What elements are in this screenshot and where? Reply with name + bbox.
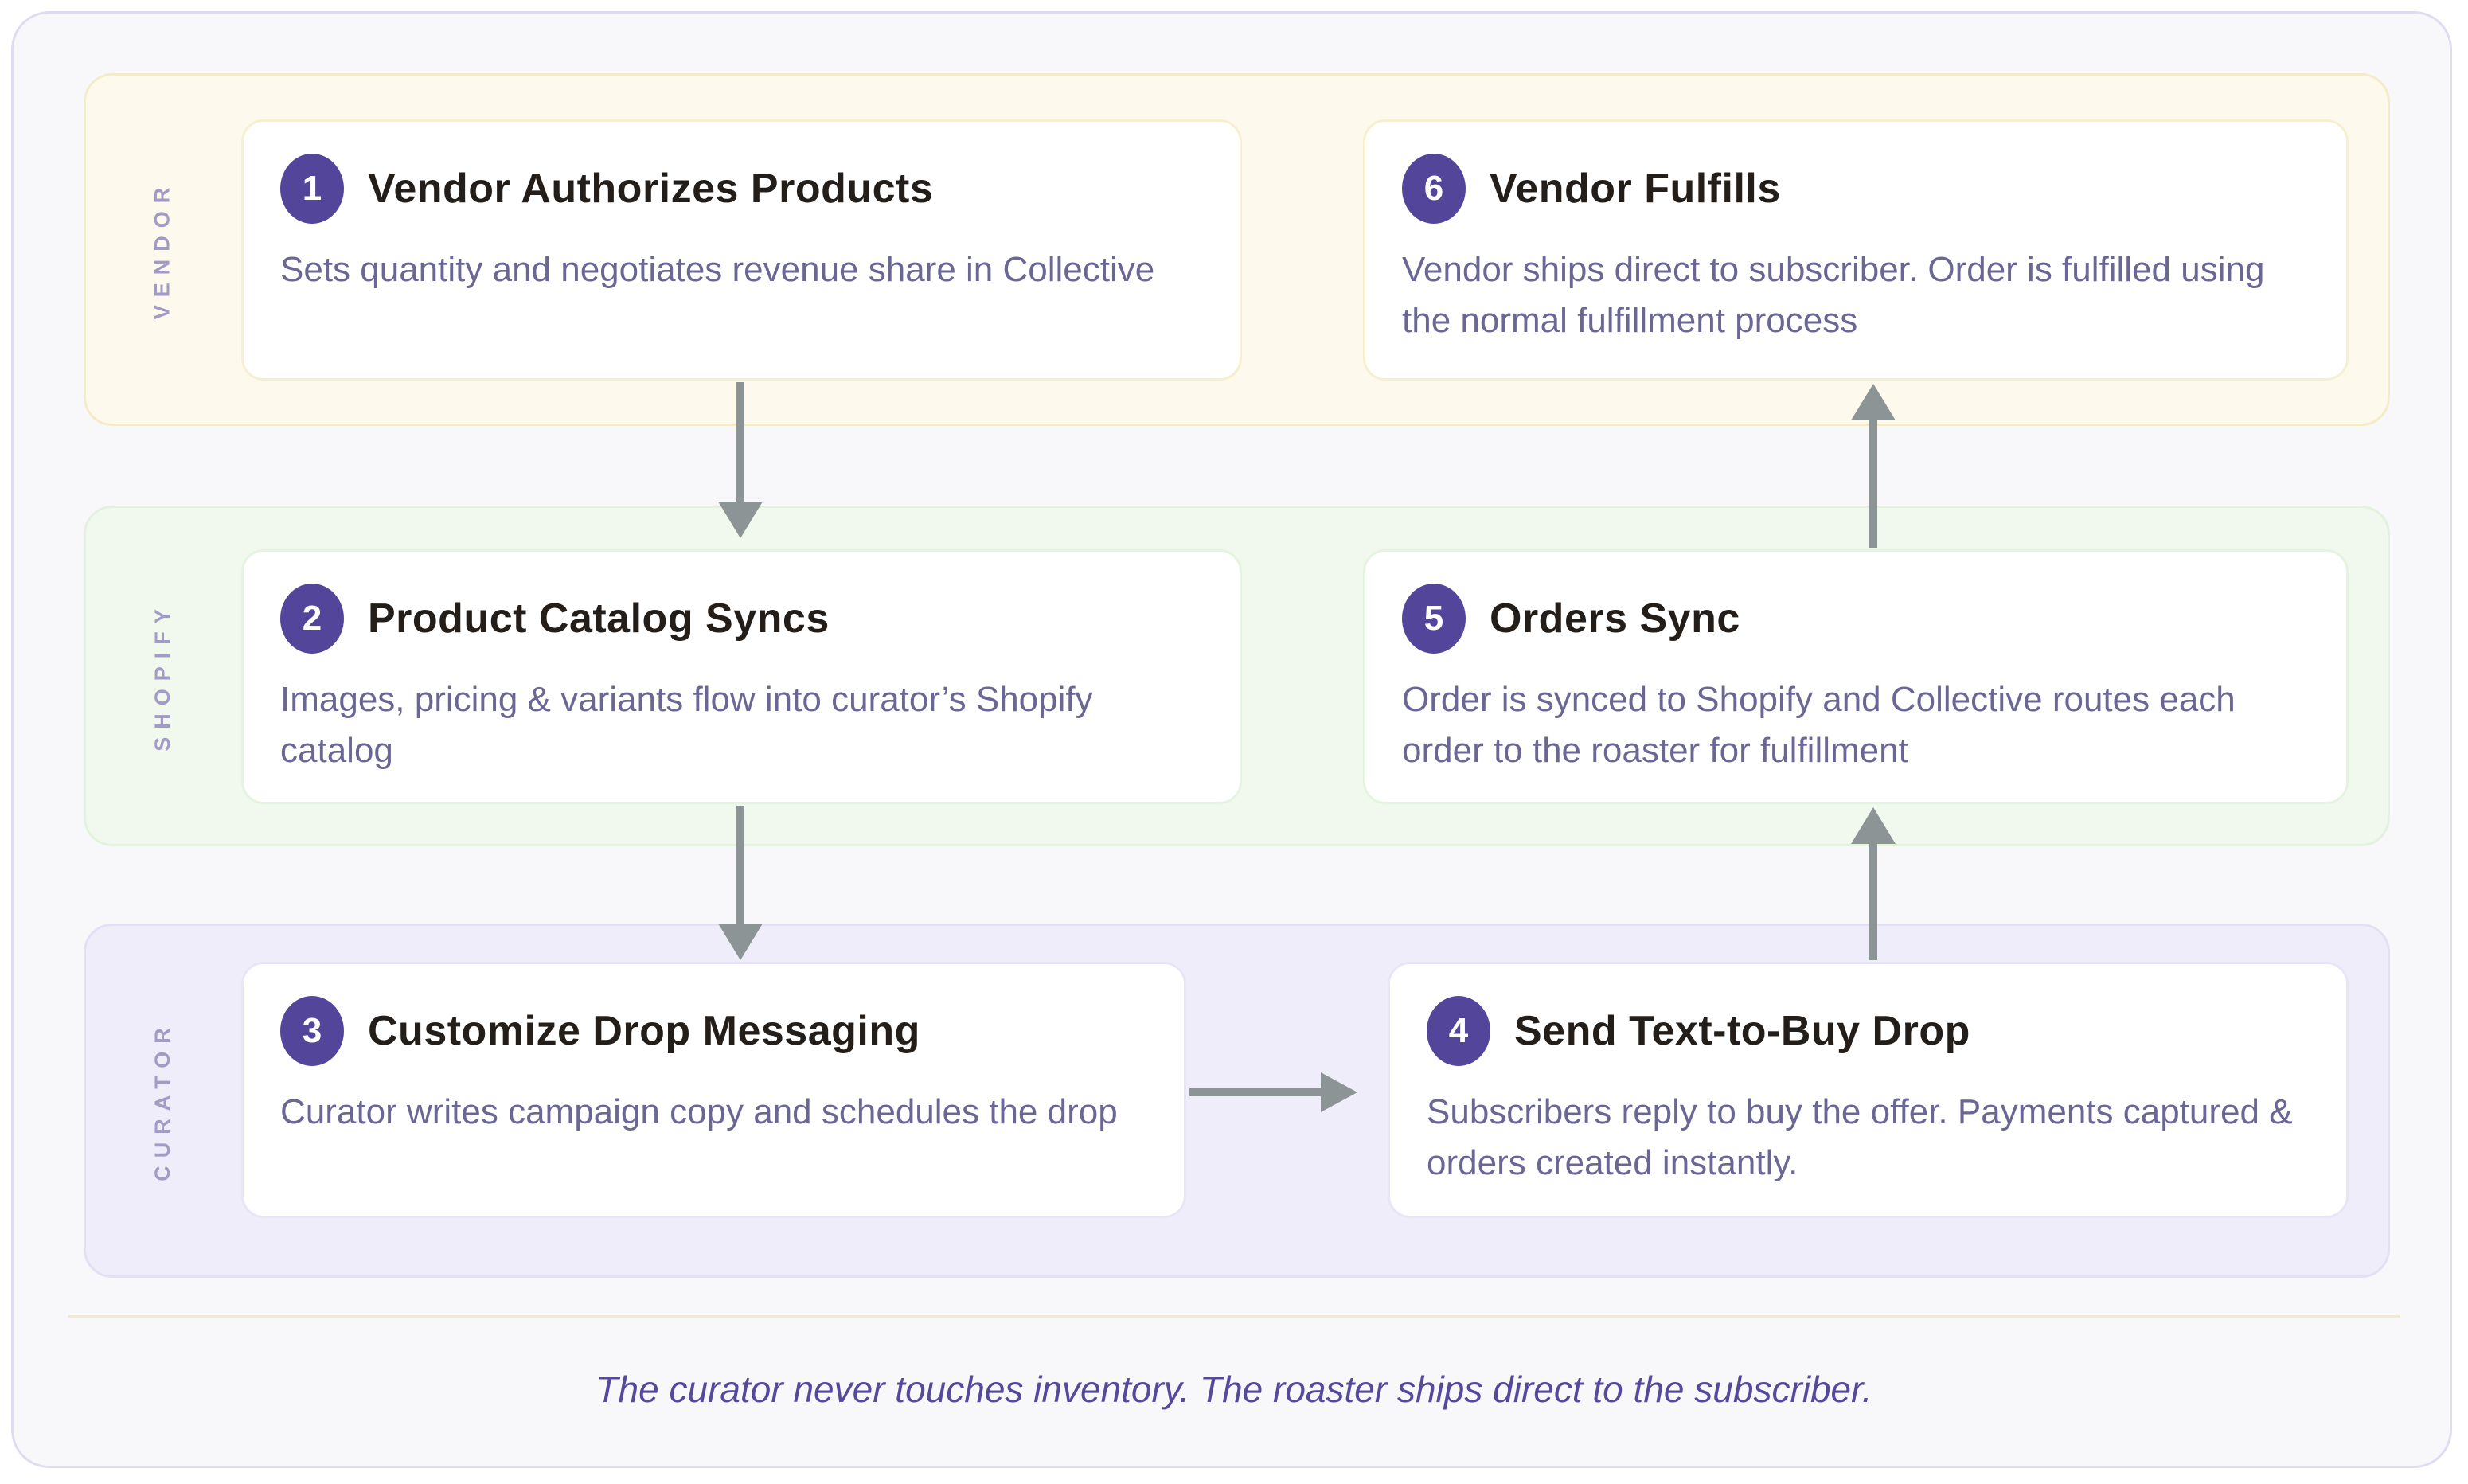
step-number-badge: 5 bbox=[1402, 584, 1466, 654]
step-title: Orders Sync bbox=[1490, 596, 1740, 642]
step-description: Curator writes campaign copy and schedul… bbox=[280, 1092, 1118, 1131]
lane-label-zone-curator: CURATOR bbox=[84, 924, 241, 1278]
footer-divider bbox=[68, 1315, 2400, 1318]
step-card-5: 5 Orders Sync Order is synced to Shopify… bbox=[1363, 549, 2349, 804]
lane-label-vendor: VENDOR bbox=[150, 179, 174, 320]
arrow-shaft bbox=[736, 382, 744, 506]
step-card-header: 2 Product Catalog Syncs bbox=[280, 584, 1203, 654]
step-description: Sets quantity and negotiates revenue sha… bbox=[280, 250, 1155, 289]
footer-note: The curator never touches inventory. The… bbox=[596, 1369, 1872, 1410]
step-title: Customize Drop Messaging bbox=[368, 1008, 920, 1054]
arrow-head bbox=[1321, 1072, 1357, 1112]
step-description: Images, pricing & variants flow into cur… bbox=[280, 680, 1093, 770]
arrow-head bbox=[1851, 807, 1896, 844]
step-card-3: 3 Customize Drop Messaging Curator write… bbox=[241, 962, 1186, 1218]
arrow-shaft bbox=[736, 806, 744, 928]
step-card-4: 4 Send Text-to-Buy Drop Subscribers repl… bbox=[1388, 962, 2349, 1218]
arrow-shaft bbox=[1189, 1088, 1326, 1096]
step-card-header: 1 Vendor Authorizes Products bbox=[280, 154, 1203, 224]
step-title: Product Catalog Syncs bbox=[368, 596, 830, 642]
arrow-up-icon bbox=[1851, 807, 1896, 960]
step-number-badge: 2 bbox=[280, 584, 344, 654]
arrow-up-icon bbox=[1851, 384, 1896, 548]
lane-label-zone-shopify: SHOPIFY bbox=[84, 506, 241, 846]
arrow-shaft bbox=[1869, 839, 1877, 960]
step-title: Vendor Fulfills bbox=[1490, 166, 1781, 212]
arrow-shaft bbox=[1869, 416, 1877, 548]
step-number-badge: 6 bbox=[1402, 154, 1466, 224]
step-description: Vendor ships direct to subscriber. Order… bbox=[1402, 250, 2265, 340]
step-card-header: 6 Vendor Fulfills bbox=[1402, 154, 2310, 224]
step-number-badge: 1 bbox=[280, 154, 344, 224]
step-card-1: 1 Vendor Authorizes Products Sets quanti… bbox=[241, 119, 1242, 381]
arrow-down-icon bbox=[718, 382, 763, 538]
step-card-6: 6 Vendor Fulfills Vendor ships direct to… bbox=[1363, 119, 2349, 381]
step-card-header: 3 Customize Drop Messaging bbox=[280, 996, 1147, 1066]
lane-label-shopify: SHOPIFY bbox=[150, 600, 174, 752]
arrow-head bbox=[1851, 384, 1896, 420]
step-description: Order is synced to Shopify and Collectiv… bbox=[1402, 680, 2236, 770]
step-card-header: 5 Orders Sync bbox=[1402, 584, 2310, 654]
step-card-header: 4 Send Text-to-Buy Drop bbox=[1427, 996, 2310, 1066]
step-number-badge: 4 bbox=[1427, 996, 1490, 1066]
step-card-2: 2 Product Catalog Syncs Images, pricing … bbox=[241, 549, 1242, 804]
step-title: Send Text-to-Buy Drop bbox=[1514, 1008, 1970, 1054]
step-title: Vendor Authorizes Products bbox=[368, 166, 934, 212]
arrow-head bbox=[718, 924, 763, 960]
arrow-down-icon bbox=[718, 806, 763, 960]
arrow-right-icon bbox=[1189, 1072, 1357, 1112]
lane-label-zone-vendor: VENDOR bbox=[84, 73, 241, 426]
step-number-badge: 3 bbox=[280, 996, 344, 1066]
step-description: Subscribers reply to buy the offer. Paym… bbox=[1427, 1092, 2293, 1182]
arrow-head bbox=[718, 502, 763, 538]
lane-label-curator: CURATOR bbox=[150, 1020, 174, 1181]
